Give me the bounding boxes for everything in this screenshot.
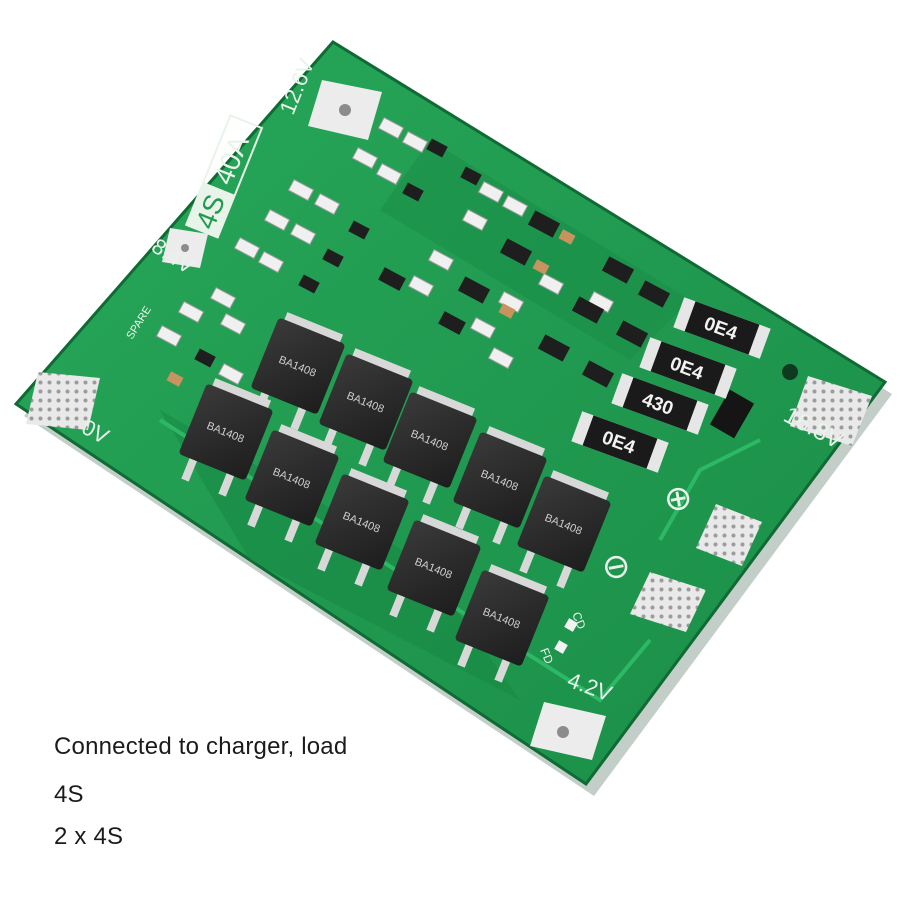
pad-plus [696,504,762,566]
mosfet: BA1408 [383,386,477,505]
mosfet: BA1408 [455,564,549,683]
label-fd: FD [537,646,556,666]
label-plus-symbol: ⊕ [661,478,696,520]
mosfet: BA1408 [315,468,409,587]
pad-0v [26,372,100,430]
caption-line-3: 2 x 4S [54,823,124,850]
shunt-resistor-2: 0E4 [639,337,737,399]
pad-8v4 [162,228,208,268]
mosfet-array: BA1408 BA1408 BA1408 BA1408 BA1408 [179,312,611,683]
label-minus-symbol: ⊖ [599,546,634,588]
caption-line-2: 4S [54,781,84,808]
shunt-resistor-4: 0E4 [571,411,669,473]
mosfet: BA1408 [387,514,481,633]
mosfet: BA1408 [179,378,273,497]
pad-16v8 [790,376,872,446]
mosfet: BA1408 [517,470,611,589]
shunt-resistor-1: 0E4 [673,297,771,359]
shunt-resistor-3: 430 [611,373,709,435]
mosfet: BA1408 [453,426,547,545]
pad-top [308,80,382,140]
pad-minus [630,572,706,632]
smd-components [155,116,755,439]
mosfet: BA1408 [245,424,339,543]
mosfet: BA1408 [319,348,413,467]
mount-hole [782,364,798,380]
mosfet: BA1408 [251,312,345,431]
caption-line-1: Connected to charger, load [54,733,348,760]
pad-4v2 [530,702,606,760]
